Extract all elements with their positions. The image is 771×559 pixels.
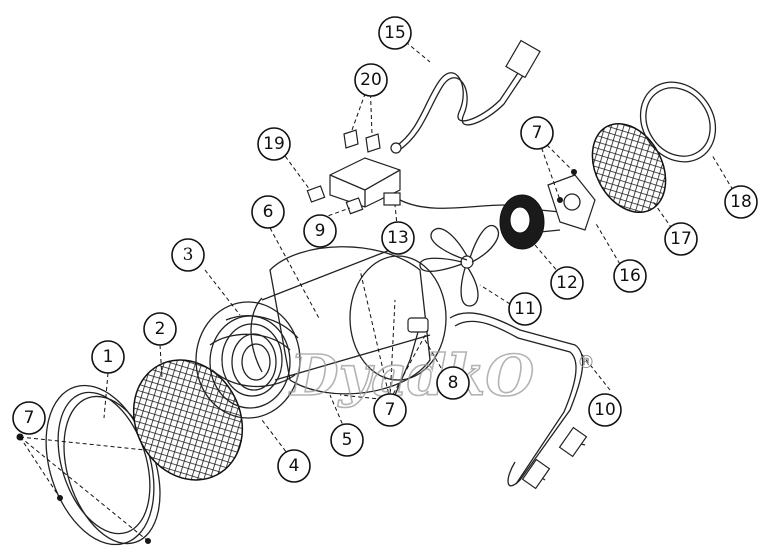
housing-part [250,246,447,395]
callout-5-label: 5 [342,430,353,450]
callout-19: 19 [257,127,291,161]
callout-7-center: 7 [373,393,407,427]
callout-7-left-label: 7 [24,408,35,428]
callout-5: 5 [330,423,364,457]
watermark-registered-mark: ® [577,352,595,373]
callout-7-left: 7 [12,401,46,435]
rear-ring-part [639,81,717,163]
callout-20: 20 [354,63,388,97]
callout-7-right: 7 [520,116,554,150]
callout-9-label: 9 [315,221,326,241]
motor-part [499,194,561,250]
callout-6: 6 [251,195,285,229]
callout-11-label: 11 [514,299,536,319]
callout-18-label: 18 [730,192,752,212]
callout-9: 9 [303,214,337,248]
handle-frame-part [449,312,588,490]
callout-11: 11 [508,292,542,326]
watermark: DyadkO ® [287,342,595,410]
callout-8: 8 [436,366,470,400]
callout-8-label: 8 [448,373,459,393]
callout-19-label: 19 [263,134,285,154]
callout-15: 15 [378,16,412,50]
callout-16: 16 [613,259,647,293]
callout-4-label: 4 [289,456,300,476]
thermostat-part [394,317,429,396]
heating-element-part [195,301,301,419]
callout-10: 10 [588,393,622,427]
wiring-part [399,199,506,209]
callout-18: 18 [724,185,758,219]
callouts: 1 2 3 4 5 6 7 7 [12,16,758,483]
motor-bracket-part [547,174,596,231]
callout-12: 12 [550,266,584,300]
callout-13-label: 13 [387,228,409,248]
callout-17-label: 17 [670,229,692,249]
callout-13: 13 [381,221,415,255]
callout-10-label: 10 [594,400,616,420]
fan-blade-part [419,225,500,307]
power-cord-part [390,39,541,154]
callout-3: 3 [171,238,205,272]
callout-2-label: 2 [155,319,166,339]
callout-16-label: 16 [619,266,641,286]
rear-grille-part [591,122,667,214]
callout-1: 1 [91,340,125,374]
callout-4: 4 [277,449,311,483]
callout-15-label: 15 [384,23,406,43]
callout-20-label: 20 [360,70,382,90]
callout-17: 17 [664,222,698,256]
callout-6-label: 6 [263,202,274,222]
callout-7-center-label: 7 [385,400,396,420]
control-box-part [306,129,401,215]
callout-12-label: 12 [556,273,578,293]
callout-3-label: 3 [183,245,194,265]
callout-2: 2 [143,312,177,346]
callout-1-label: 1 [103,347,114,367]
watermark-text: DyadkO [288,343,534,409]
front-grille-part [132,359,244,481]
callout-7-right-label: 7 [532,123,543,143]
